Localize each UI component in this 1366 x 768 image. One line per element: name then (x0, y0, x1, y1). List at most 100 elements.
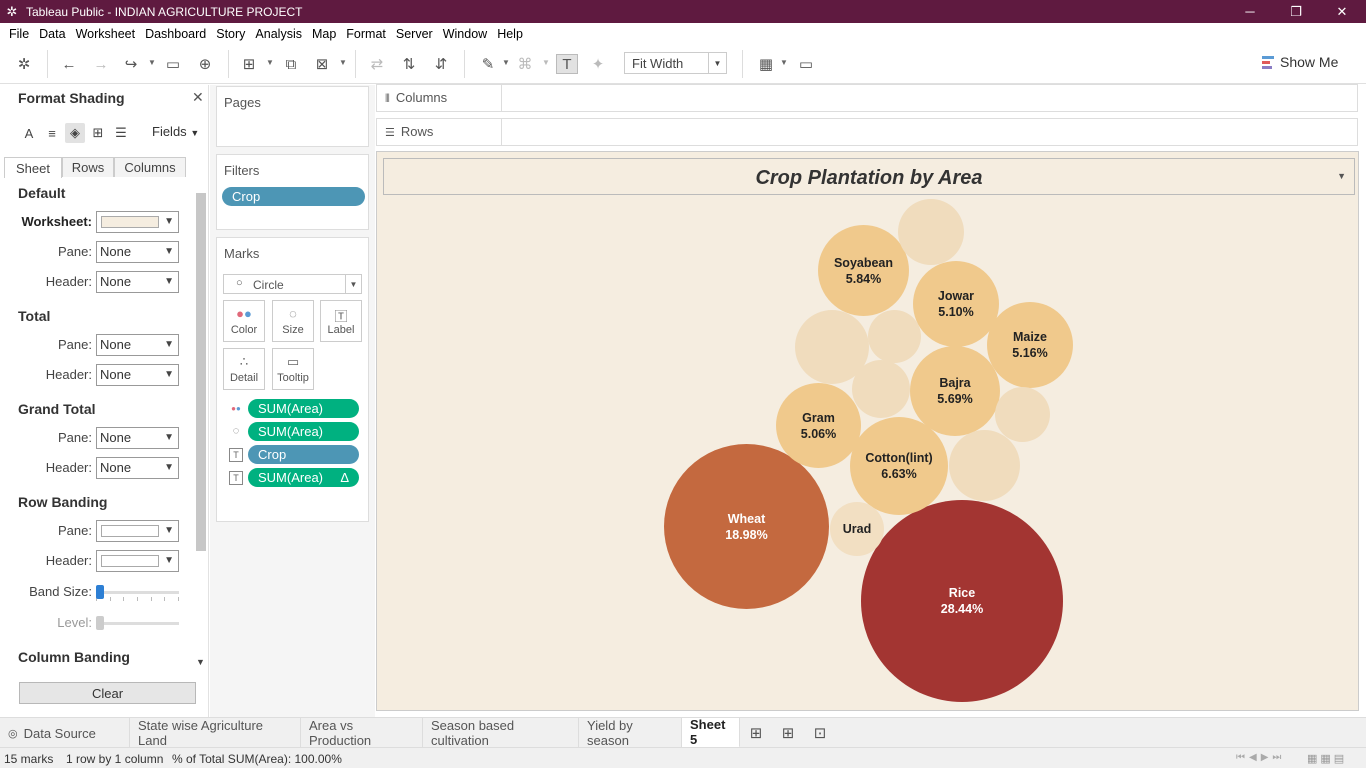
bubble-unlabeled[interactable] (868, 310, 921, 363)
chevron-down-icon[interactable]: ▼ (148, 58, 156, 67)
columns-shelf[interactable]: ⦀Columns (376, 84, 1358, 112)
row-banding-pane-select[interactable]: ▼ (96, 520, 179, 542)
mark-pill-label-sum-area[interactable]: SUM(Area)Δ (248, 468, 359, 487)
pages-card[interactable]: Pages (216, 86, 369, 147)
rows-shelf[interactable]: ☰Rows (376, 118, 1358, 146)
clear-sheet-icon[interactable]: ⊠ (315, 56, 329, 73)
view-mode-icon[interactable]: ▦▦▤ (1307, 753, 1348, 765)
menu-format[interactable]: Format (346, 26, 386, 41)
new-worksheet-icon[interactable]: ⊞ (749, 725, 763, 742)
band-size-slider[interactable] (96, 585, 179, 605)
menu-file[interactable]: File (9, 26, 30, 41)
sort-ascending-icon[interactable]: ⇅ (402, 56, 416, 73)
new-story-icon[interactable]: ⊡ (813, 725, 827, 742)
replay-icon[interactable]: ↪ (124, 56, 138, 73)
total-header-select[interactable]: None▼ (96, 364, 179, 386)
menu-window[interactable]: Window (442, 26, 488, 41)
shading-format-icon[interactable]: ◈ (65, 123, 85, 143)
menu-story[interactable]: Story (216, 26, 246, 41)
new-worksheet-icon[interactable]: ⊞ (242, 56, 256, 73)
grand-total-header-select[interactable]: None▼ (96, 457, 179, 479)
highlight-icon[interactable]: ✎ (481, 56, 495, 73)
tab-season-based-cultivation[interactable]: Season based cultivation (423, 718, 579, 748)
tab-yield-by-season[interactable]: Yield by season (579, 718, 682, 748)
restore-icon[interactable]: ❐ (1290, 3, 1302, 19)
menu-server[interactable]: Server (395, 26, 433, 41)
minimize-icon[interactable]: ─ (1245, 4, 1255, 19)
borders-format-icon[interactable]: ⊞ (92, 125, 104, 140)
show-me-button[interactable]: Show Me (1262, 54, 1338, 70)
chevron-down-icon[interactable]: ▼ (196, 657, 205, 667)
color-button[interactable]: ●●Color (223, 300, 265, 342)
show-mark-labels-icon[interactable]: T (556, 54, 578, 74)
tableau-home-icon[interactable]: ✲ (17, 56, 31, 73)
fix-axes-icon[interactable]: ✦ (591, 56, 605, 73)
filter-pill-crop[interactable]: Crop (222, 187, 365, 206)
bubble-unlabeled[interactable] (852, 360, 910, 418)
tooltip-button[interactable]: ▭Tooltip (272, 348, 314, 390)
tab-state-wise-agriculture-land[interactable]: State wise Agriculture Land (130, 718, 301, 748)
chevron-down-icon[interactable]: ▼ (1337, 171, 1346, 181)
group-members-icon[interactable]: ⌘ (517, 56, 533, 73)
presentation-mode-icon[interactable]: ▭ (798, 56, 814, 73)
chevron-down-icon[interactable]: ▼ (266, 58, 274, 67)
viz-title[interactable]: Crop Plantation by Area▼ (383, 158, 1355, 195)
bubble-unlabeled[interactable] (949, 430, 1020, 501)
tab-data-source[interactable]: ◎Data Source (0, 718, 130, 748)
chevron-down-icon[interactable]: ▼ (780, 58, 788, 67)
detail-button[interactable]: ∴Detail (223, 348, 265, 390)
mark-type-select[interactable]: ○Circle▼ (223, 274, 362, 294)
tab-area-vs-production[interactable]: Area vs Production (301, 718, 423, 748)
new-data-source-icon[interactable]: ⊕ (198, 56, 212, 73)
default-pane-select[interactable]: None▼ (96, 241, 179, 263)
row-banding-header-select[interactable]: ▼ (96, 550, 179, 572)
filters-card[interactable]: Filters Crop (216, 154, 369, 230)
menu-data[interactable]: Data (39, 26, 66, 41)
chevron-down-icon[interactable]: ▼ (542, 58, 550, 67)
clear-button[interactable]: Clear (19, 682, 196, 704)
new-dashboard-icon[interactable]: ⊞ (781, 725, 795, 742)
undo-icon[interactable]: ← (61, 55, 77, 73)
sort-descending-icon[interactable]: ⇵ (434, 56, 448, 73)
tab-sheet-5[interactable]: Sheet 5 (682, 717, 740, 748)
format-panel-scrollbar[interactable]: ▼ (194, 181, 208, 671)
swap-axes-icon[interactable]: ⇄ (370, 56, 384, 73)
total-pane-select[interactable]: None▼ (96, 334, 179, 356)
close-icon[interactable]: ✕ (192, 89, 204, 105)
close-icon[interactable]: ✕ (1336, 3, 1348, 19)
menu-analysis[interactable]: Analysis (255, 26, 302, 41)
scrollbar-thumb[interactable] (196, 193, 206, 551)
lines-format-icon[interactable]: ☰ (115, 125, 127, 140)
bubble-unlabeled[interactable] (995, 387, 1050, 442)
menu-help[interactable]: Help (497, 26, 523, 41)
duplicate-sheet-icon[interactable]: ⧉ (285, 55, 297, 73)
slider-handle[interactable] (96, 585, 104, 599)
size-button[interactable]: ◌Size (272, 300, 314, 342)
menu-worksheet[interactable]: Worksheet (75, 26, 136, 41)
bubble-unlabeled[interactable] (898, 199, 964, 265)
mark-pill-color-sum-area[interactable]: SUM(Area) (248, 399, 359, 418)
font-format-icon[interactable]: A (24, 125, 34, 141)
sheet-navigation-icon[interactable]: ⏮◀▶⏭ (1236, 752, 1286, 763)
chevron-down-icon[interactable]: ▼ (339, 58, 347, 67)
default-header-select[interactable]: None▼ (96, 271, 179, 293)
level-slider[interactable] (96, 616, 179, 636)
mark-pill-size-sum-area[interactable]: SUM(Area) (248, 422, 359, 441)
fit-dropdown[interactable]: Fit Width▼ (624, 52, 727, 74)
bubble-cotton[interactable]: Cotton(lint)6.63% (850, 417, 948, 515)
menu-map[interactable]: Map (311, 26, 337, 41)
tab-rows[interactable]: Rows (62, 157, 114, 177)
bubble-urad[interactable]: Urad (830, 502, 884, 556)
slider-handle[interactable] (96, 616, 104, 630)
grand-total-pane-select[interactable]: None▼ (96, 427, 179, 449)
alignment-format-icon[interactable]: ≡ (48, 125, 56, 141)
